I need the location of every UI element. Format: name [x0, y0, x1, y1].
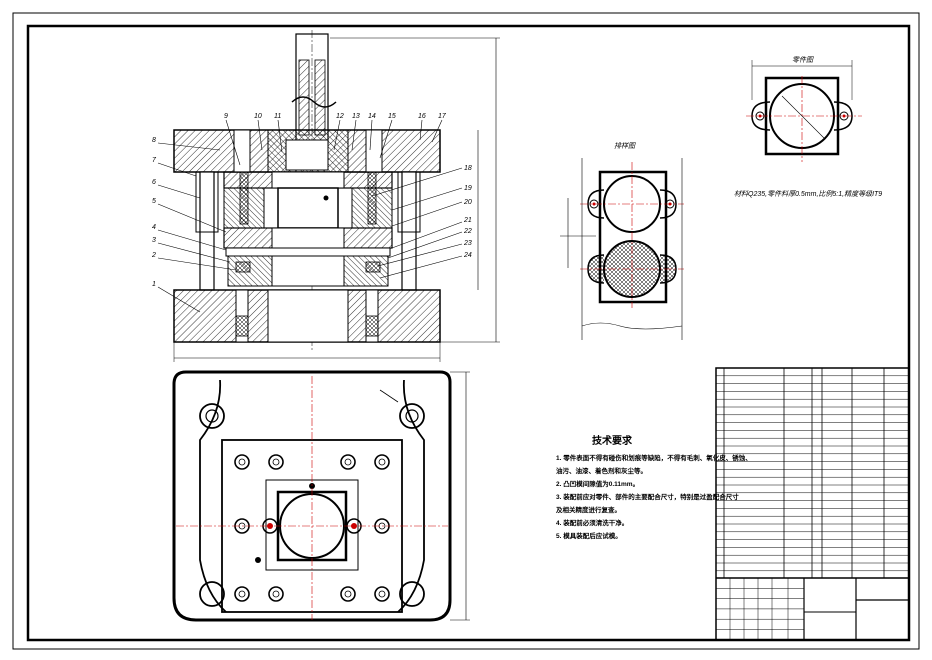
part-number-label: 1 — [152, 281, 156, 288]
part-number-label: 9 — [224, 113, 228, 120]
part-number-label: 20 — [463, 199, 472, 206]
section-view — [173, 30, 500, 362]
plan-view — [172, 370, 470, 622]
tech-requirement-line: 5. 模具装配后应试模。 — [556, 531, 622, 540]
bolt-hole — [268, 454, 284, 470]
leader-lines — [157, 119, 463, 313]
part-number-label: 15 — [388, 113, 396, 120]
part-drawing: 零件图 材料Q235,零件料厚0.5mm,比例5:1,精度等级IT9 — [734, 56, 882, 198]
part-drawing-label: 零件图 — [792, 56, 814, 64]
part-number-label: 10 — [254, 113, 262, 120]
bolt-hole — [234, 586, 250, 602]
part-number-label: 18 — [464, 165, 472, 172]
tech-requirement-line: 及相关精度进行复查。 — [556, 505, 621, 514]
bolt-hole — [340, 454, 356, 470]
inner-frame — [26, 24, 911, 642]
part-number-label: 2 — [151, 252, 156, 259]
part-number-label: 6 — [152, 179, 156, 186]
tech-requirement-line: 4. 装配前必须清洗干净。 — [556, 518, 628, 527]
part-number-label: 13 — [352, 113, 360, 120]
bolt-hole — [234, 454, 250, 470]
outer-border — [12, 12, 920, 650]
part-number-label: 22 — [463, 228, 472, 235]
tech-requirements: 技术要求 1. 零件表面不得有碰伤和划痕等缺陷，不得有毛刺、氧化皮、锈蚀、 油污… — [556, 434, 752, 540]
part-number-label: 19 — [464, 185, 472, 192]
part-number-label: 14 — [368, 113, 376, 120]
bolt-hole — [374, 586, 390, 602]
tech-requirement-line: 油污、油漆、着色剂和灰尘等。 — [556, 466, 647, 475]
part-number-label: 12 — [336, 113, 344, 120]
bolt-hole — [340, 586, 356, 602]
part-number-label: 17 — [438, 113, 447, 120]
part-number-label: 3 — [152, 237, 156, 244]
part-number-label: 23 — [463, 240, 472, 247]
strip-layout-label: 排样图 — [614, 142, 636, 150]
bolt-hole — [374, 454, 390, 470]
part-number-label: 5 — [152, 198, 156, 205]
part-number-label: 16 — [418, 113, 426, 120]
tech-requirement-line: 2. 凸凹模间隙值为0.11mm。 — [556, 479, 639, 488]
part-number-label: 11 — [274, 113, 281, 120]
part-number-label: 24 — [463, 252, 472, 259]
title-block — [716, 577, 909, 640]
tech-requirements-title: 技术要求 — [592, 434, 633, 447]
material-note: 材料Q235,零件料厚0.5mm,比例5:1,精度等级IT9 — [734, 190, 882, 198]
strip-layout: 排样图 — [560, 142, 684, 340]
parts-list — [715, 367, 910, 641]
part-number-label: 8 — [152, 137, 156, 144]
part-number-label: 7 — [152, 157, 157, 164]
part-number-label: 4 — [152, 224, 156, 231]
tech-requirement-line: 1. 零件表面不得有碰伤和划痕等缺陷，不得有毛刺、氧化皮、锈蚀、 — [556, 453, 752, 462]
part-number-label: 21 — [463, 217, 472, 224]
tech-requirement-line: 3. 装配前应对零件、部件的主要配合尺寸，特别是过盈配合尺寸 — [556, 492, 739, 501]
bolt-hole — [268, 586, 284, 602]
